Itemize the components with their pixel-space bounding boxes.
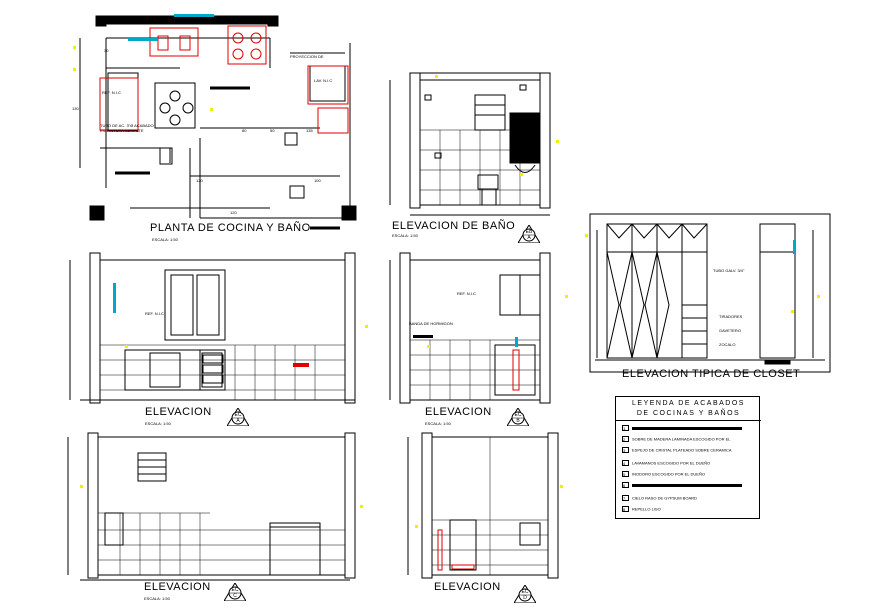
plan-scale: ESCALA: 1:50 [152, 237, 178, 242]
dim-label: 130 [72, 106, 79, 111]
elevation-ec-c: ELEVACION ESCALA: 1:50 EC C [60, 425, 370, 613]
plan-title: PLANTA DE COCINA Y BAÑO [150, 222, 311, 234]
section-tag-ec-b: EC B [507, 408, 529, 426]
ecd-title: ELEVACION [434, 581, 501, 593]
ecb-title: ELEVACION [425, 406, 492, 418]
legend-code-box: 2 [622, 436, 629, 442]
closet-title: ELEVACION TIPICA DE CLOSET [622, 368, 801, 380]
dim-label: 80 [242, 128, 247, 133]
legend-code-box: 5 [622, 471, 629, 477]
tubo-label: TUBO DE AC. 3"Ø ACABADO [100, 123, 154, 128]
closet-tirador-label: TIRADORES [719, 314, 743, 319]
legend-code-box: 4 [622, 460, 629, 466]
bath-elevation: ELEVACION DE BAÑO ESCALA: 1:50 EB A [380, 55, 580, 250]
closet-zocalo-label: ZOCALO [719, 342, 736, 347]
legend-code-box: 6 [622, 482, 629, 488]
closet-gaveta-label: GAVETERO [719, 328, 741, 333]
legend-code-box: 8 [622, 506, 629, 512]
legend-code-box: 3 [622, 447, 629, 453]
legend-title-line2: DE COCINAS Y BAÑOS [636, 410, 741, 417]
section-tag-eb-a: EB A [518, 225, 540, 243]
dim-label: 30 [104, 48, 109, 53]
eca-scale: ESCALA: 1:50 [145, 421, 171, 426]
ecc-drawing [67, 432, 363, 581]
section-tag-ec-c: EC C [224, 583, 246, 601]
section-tag-ec-d: EC D [514, 585, 536, 603]
proyeccion-label: PROYECCION DE [290, 54, 324, 59]
ecb-banda-label: BANDA DE HORMIGON [409, 321, 453, 326]
ecb-scale: ESCALA: 1:50 [425, 421, 451, 426]
ecc-scale: ESCALA: 1:50 [144, 596, 170, 601]
pintura-label: EN PINTURA ESMALTE [100, 128, 144, 133]
ecb-drawing [389, 252, 568, 404]
legend-redacted-bar [632, 483, 742, 487]
lav-label: LAV. N.I.C [314, 78, 333, 83]
eca-title: ELEVACION [145, 406, 212, 418]
dim-label: 135 [306, 128, 313, 133]
kitchen-bath-plan: REF. N.I.C LAV. N.I.C PROYECCION DE TUBO… [70, 8, 370, 248]
section-tag-ec-a: EC A [227, 408, 249, 426]
bath-drawing [389, 72, 559, 216]
eca-drawing [69, 252, 368, 404]
elevation-ec-b: REF. N.I.C BANDA DE HORMIGON ELEVACION E… [385, 245, 585, 430]
dim-label: 100 [314, 178, 321, 183]
eca-ref-label: REF. N.I.C [145, 311, 164, 316]
ecc-title: ELEVACION [144, 581, 211, 593]
ecd-drawing [407, 432, 563, 579]
dim-label: 120 [230, 210, 237, 215]
bath-scale: ESCALA: 1:50 [392, 233, 418, 238]
elevation-ec-a: REF. N.I.C ELEVACION ESCALA: 1:50 EC A [65, 245, 375, 430]
closet-elevation: TUBO GALV. 3/4" TIRADORES GAVETERO ZOCAL… [585, 210, 835, 390]
elevation-ec-d: ELEVACION EC D [400, 425, 580, 613]
plan-drawing [73, 14, 357, 230]
dim-label: 50 [270, 128, 275, 133]
legend-item: 6 [622, 482, 742, 488]
legend-redacted-bar [632, 426, 742, 430]
legend-code-box: 1 [622, 425, 629, 431]
legend-title-line1: LEYENDA DE ACABADOS [632, 400, 745, 407]
legend-item: 1 [622, 425, 742, 431]
legend-code-box: 7 [622, 495, 629, 501]
ref-label: REF. N.I.C [102, 90, 121, 95]
finishes-legend: LEYENDA DE ACABADOS DE COCINAS Y BAÑOS 1… [615, 396, 761, 519]
dim-label: 120 [196, 178, 203, 183]
bath-title: ELEVACION DE BAÑO [392, 220, 516, 232]
ecb-ref-label: REF. N.I.C [457, 291, 476, 296]
closet-tubo-label: TUBO GALV. 3/4" [713, 268, 745, 273]
closet-drawing [585, 213, 831, 373]
